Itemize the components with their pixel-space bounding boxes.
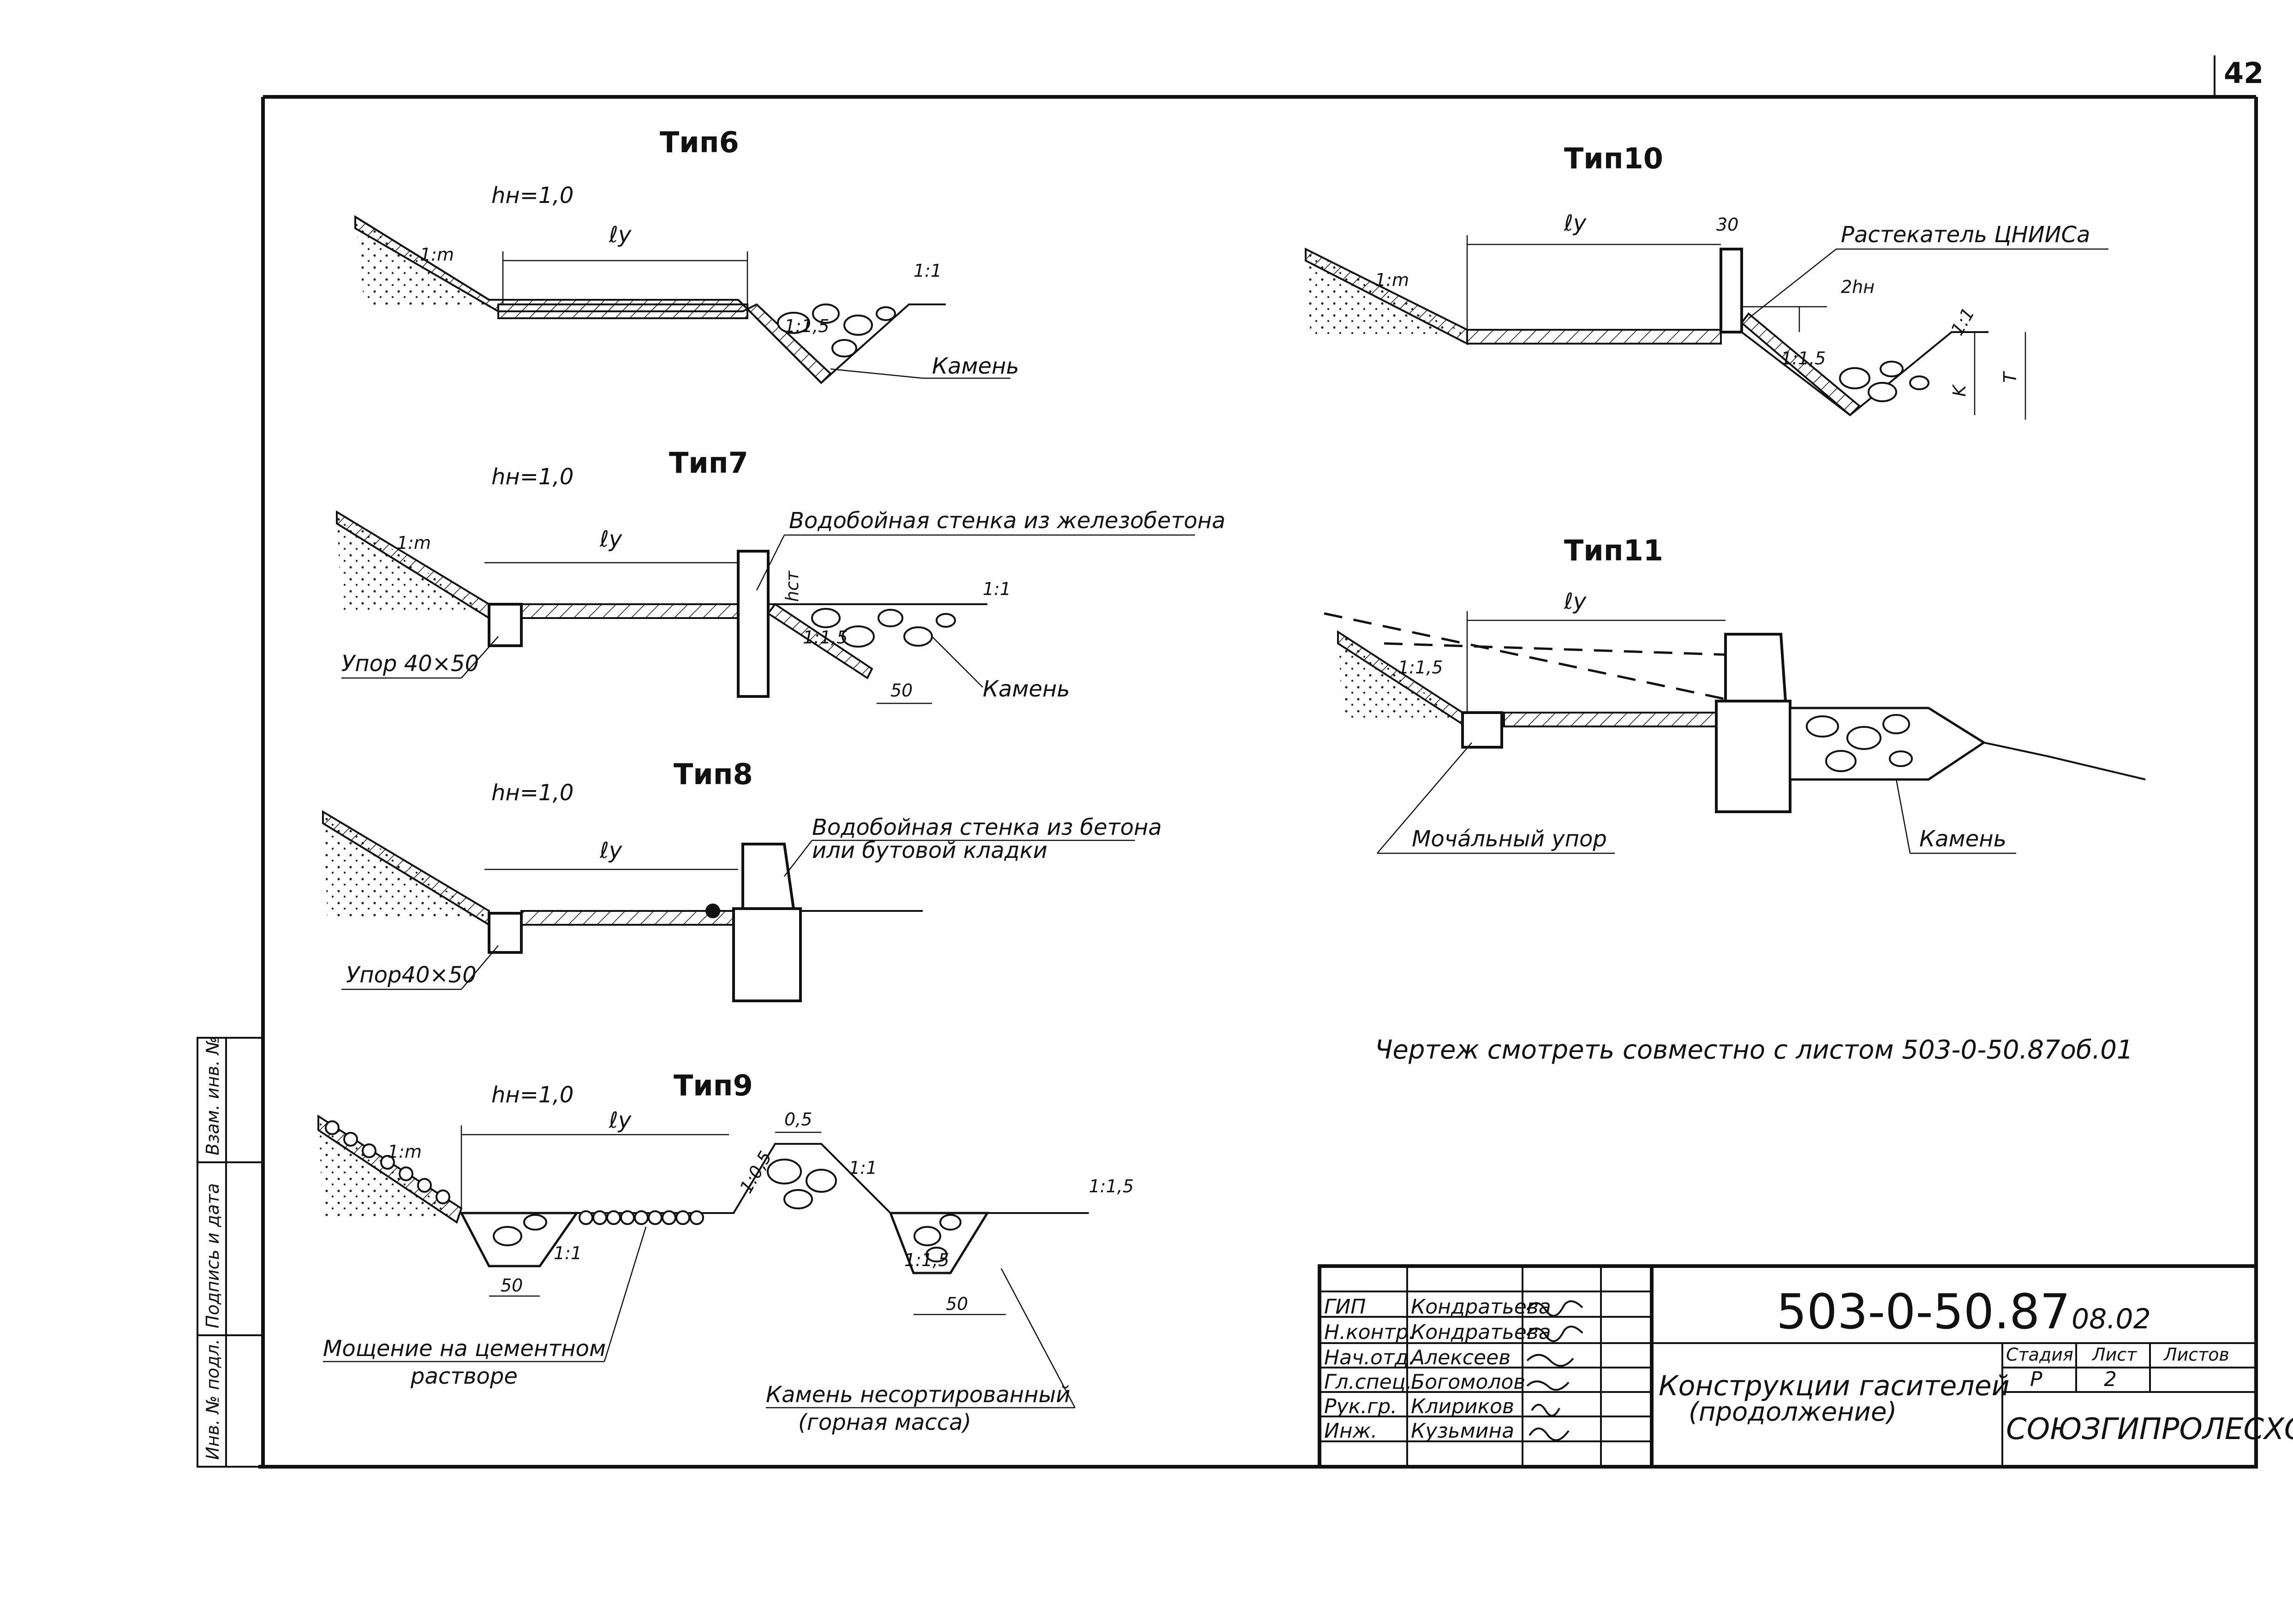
type9-slope-1a: 1:1 <box>849 1158 877 1178</box>
type10-ly: ℓу <box>1564 210 1587 236</box>
title-head-sheets: Листов <box>2163 1344 2229 1365</box>
row-role-4: Гл.спец. <box>1324 1370 1412 1394</box>
type7-title: Тип7 <box>669 446 748 480</box>
title-sheet-no: 2 <box>2104 1368 2117 1391</box>
type10-slope-15: 1:1,5 <box>1781 348 1826 369</box>
type7-dim50: 50 <box>890 680 913 701</box>
section-type8: Тип8 hн=1,0 ℓу Водобойная стенка из бето… <box>322 757 1162 1002</box>
type10-2hn: 2hн <box>1841 277 1875 297</box>
row-name-3: Алексеев <box>1409 1346 1511 1369</box>
type7-slope-1: 1:1 <box>983 579 1011 599</box>
type9-dim05: 0,5 <box>784 1109 812 1130</box>
type9-slope-1b: 1:1 <box>554 1243 582 1263</box>
type10-T: T <box>2000 371 2020 383</box>
type7-stone: Камень <box>983 676 1070 702</box>
drawing-frame <box>258 55 2258 1469</box>
section-type10: Тип10 ℓу 30 1:m 1:1,5 1:1 Растекатель ЦН… <box>1305 142 2108 420</box>
type8-ly: ℓу <box>599 838 622 863</box>
type10-K: K <box>1949 384 1970 397</box>
row-role-2: Н.контр. <box>1324 1321 1415 1344</box>
sheet-note: Чертеж смотреть совместно с листом 503-0… <box>1375 1035 2133 1065</box>
type7-stop: Упор 40×50 <box>341 651 479 677</box>
type9-paving-1: Мощение на цементном <box>323 1336 606 1362</box>
type7-wall: Водобойная стенка из железобетона <box>789 508 1225 534</box>
type6-ly: ℓу <box>609 222 632 248</box>
type10-dim30: 30 <box>1716 214 1738 235</box>
row-name-6: Кузьмина <box>1411 1419 1514 1443</box>
row-role-5: Рук.гр. <box>1324 1395 1397 1418</box>
title-doc-code: 503-0-50.87 <box>1776 1284 2070 1340</box>
section-type6: Тип6 hн=1,0 ℓу 1:m 1:1,5 1:1 Камень <box>354 125 1019 384</box>
title-block: 503-0-50.87 08.02 Конструкции гасителей … <box>1318 1264 2293 1469</box>
type11-stop: Моча́льный упор <box>1412 826 1607 852</box>
type9-title: Тип9 <box>674 1069 753 1102</box>
title-head-sheet: Лист <box>2091 1344 2138 1365</box>
type9-hn: hн=1,0 <box>491 1082 573 1108</box>
row-name-2: Кондратьева <box>1411 1321 1551 1344</box>
type10-title: Тип10 <box>1564 142 1663 175</box>
signatures <box>1526 1300 1583 1441</box>
type9-paving-2: растворе <box>410 1363 518 1389</box>
type9-paving <box>325 1120 704 1225</box>
type9-dim50b: 50 <box>946 1294 968 1314</box>
section-type9: Тип9 hн=1,0 ℓу <box>317 1069 1134 1435</box>
type9-stone-1: Камень несортированный <box>766 1382 1070 1408</box>
type6-title: Тип6 <box>660 125 739 159</box>
title-line-1: Конструкции гасителей <box>1659 1370 2010 1402</box>
type9-dim50a: 50 <box>501 1275 523 1296</box>
type9-slope-15a: 1:1,5 <box>1089 1176 1134 1196</box>
type9-stone-2: (горная масса) <box>798 1410 971 1435</box>
type7-slope-m: 1:m <box>397 533 431 553</box>
title-line-2: (продолжение) <box>1689 1397 1897 1427</box>
type7-hst: hст <box>782 570 802 602</box>
type8-title: Тип8 <box>674 757 753 791</box>
type8-wall-1: Водобойная стенка из бетона <box>812 815 1162 840</box>
type11-slope-15: 1:1,5 <box>1398 657 1443 678</box>
row-role-6: Инж. <box>1324 1419 1377 1443</box>
side-stamp-inv: Инв. № подл. <box>203 1339 223 1460</box>
type10-spreader: Растекатель ЦНИИСа <box>1841 222 2090 248</box>
page-number: 42 <box>2224 56 2263 90</box>
title-org: СОЮЗГИПРОЛЕСХОЗ <box>2006 1412 2293 1446</box>
section-type7: Тип7 hн=1,0 ℓу 1:m 1:1,5 1:1 hст Водобой… <box>336 446 1225 704</box>
type8-wall-2: или бутовой кладки <box>812 838 1047 863</box>
section-type11: Тип11 ℓу 1:1,5 Моча́льный упор Камень <box>1324 534 2146 854</box>
type9-ly: ℓу <box>609 1107 632 1133</box>
type11-stone: Камень <box>1919 826 2006 852</box>
row-name-4: Богомолов <box>1411 1370 1525 1394</box>
type7-slope-15: 1:1,5 <box>803 627 848 648</box>
side-stamp: Инв. № подл. Подпись и дата Взам. инв. № <box>197 1036 264 1468</box>
type9-slope-m: 1:m <box>388 1142 422 1162</box>
row-role-1: ГИП <box>1324 1295 1366 1319</box>
type6-slope-1: 1:1 <box>914 261 942 281</box>
row-role-3: Нач.отд. <box>1324 1346 1415 1369</box>
title-stage: Р <box>2030 1368 2042 1391</box>
type8-stop: Упор40×50 <box>346 962 477 988</box>
type7-hn: hн=1,0 <box>491 464 573 490</box>
type8-hn: hн=1,0 <box>491 780 573 806</box>
type11-ly: ℓу <box>1564 589 1587 614</box>
title-doc-suffix: 08.02 <box>2072 1303 2151 1335</box>
type6-slope-m: 1:m <box>420 244 454 265</box>
type6-stone: Камень <box>932 353 1019 379</box>
row-name-1: Кондратьева <box>1411 1295 1551 1319</box>
type6-slope-15: 1:1,5 <box>784 316 829 336</box>
type11-title: Тип11 <box>1564 534 1663 567</box>
type10-slope-m: 1:m <box>1375 270 1409 290</box>
side-stamp-replace: Взам. инв. № <box>203 1036 223 1155</box>
type6-hn: hн=1,0 <box>491 183 573 208</box>
side-stamp-sign: Подпись и дата <box>203 1183 223 1328</box>
type9-slope-15b: 1:1,5 <box>904 1250 949 1270</box>
type7-ly: ℓу <box>599 526 622 552</box>
row-name-5: Клириков <box>1411 1395 1514 1418</box>
title-head-stage: Стадия <box>2006 1344 2073 1365</box>
